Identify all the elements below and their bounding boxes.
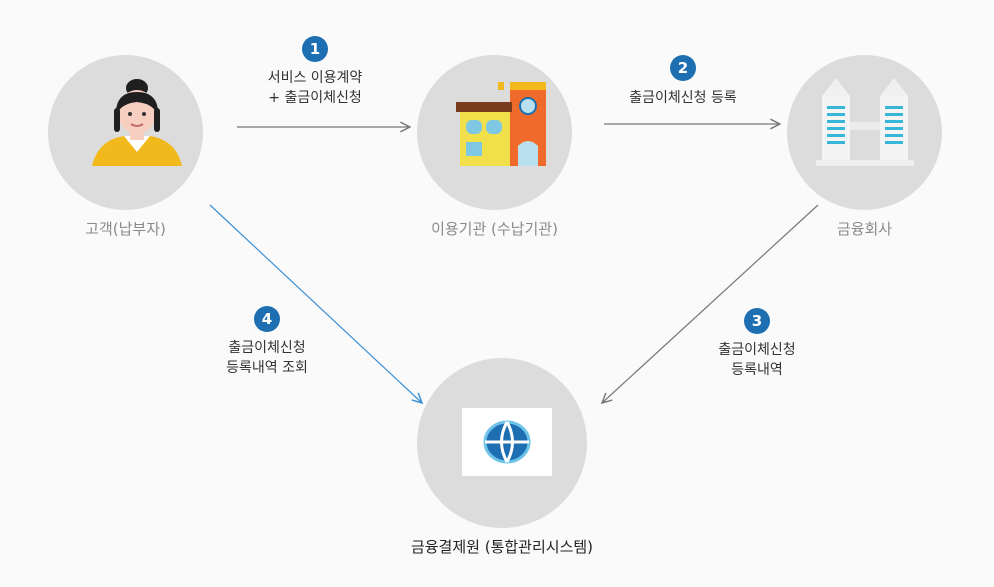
institution-label: 이용기관 (수납기관) (431, 220, 558, 238)
step-3-text: 출금이체신청 등록내역 (688, 340, 826, 380)
arrow-financial-to-kftc (602, 204, 819, 403)
step-3-badge: 3 (744, 308, 770, 334)
institution-building-icon (456, 82, 546, 166)
step-2-badge: 2 (670, 55, 696, 81)
financial-label: 금융회사 (836, 220, 893, 238)
bank-towers-icon (816, 78, 914, 166)
step-2-line1: 출금이체신청 등록 (629, 90, 737, 106)
financial-node (787, 55, 942, 210)
step-2-text: 출금이체신청 등록 (600, 88, 766, 108)
arrow-customer-to-kftc (209, 204, 422, 403)
step-1-badge: 1 (302, 36, 328, 62)
customer-avatar-icon (92, 79, 182, 166)
customer-label: 고객(납부자) (85, 220, 166, 238)
step-3-line2: 등록내역 (731, 362, 783, 378)
step-4-badge: 4 (254, 306, 280, 332)
step-4-line2: 등록내역 조회 (226, 360, 308, 376)
step-4-text: 출금이체신청 등록내역 조회 (198, 338, 336, 378)
step-1-text: 서비스 이용계약 + 출금이체신청 (235, 68, 395, 108)
customer-node (48, 55, 203, 210)
kftc-label: 금융결제원 (통합관리시스템) (410, 538, 594, 556)
step-1-line2: + 출금이체신청 (268, 90, 362, 106)
step-1-line1: 서비스 이용계약 (267, 70, 363, 86)
kftc-logo-icon (483, 420, 531, 464)
step-4-line1: 출금이체신청 (228, 340, 306, 356)
step-3-line1: 출금이체신청 (718, 342, 796, 358)
